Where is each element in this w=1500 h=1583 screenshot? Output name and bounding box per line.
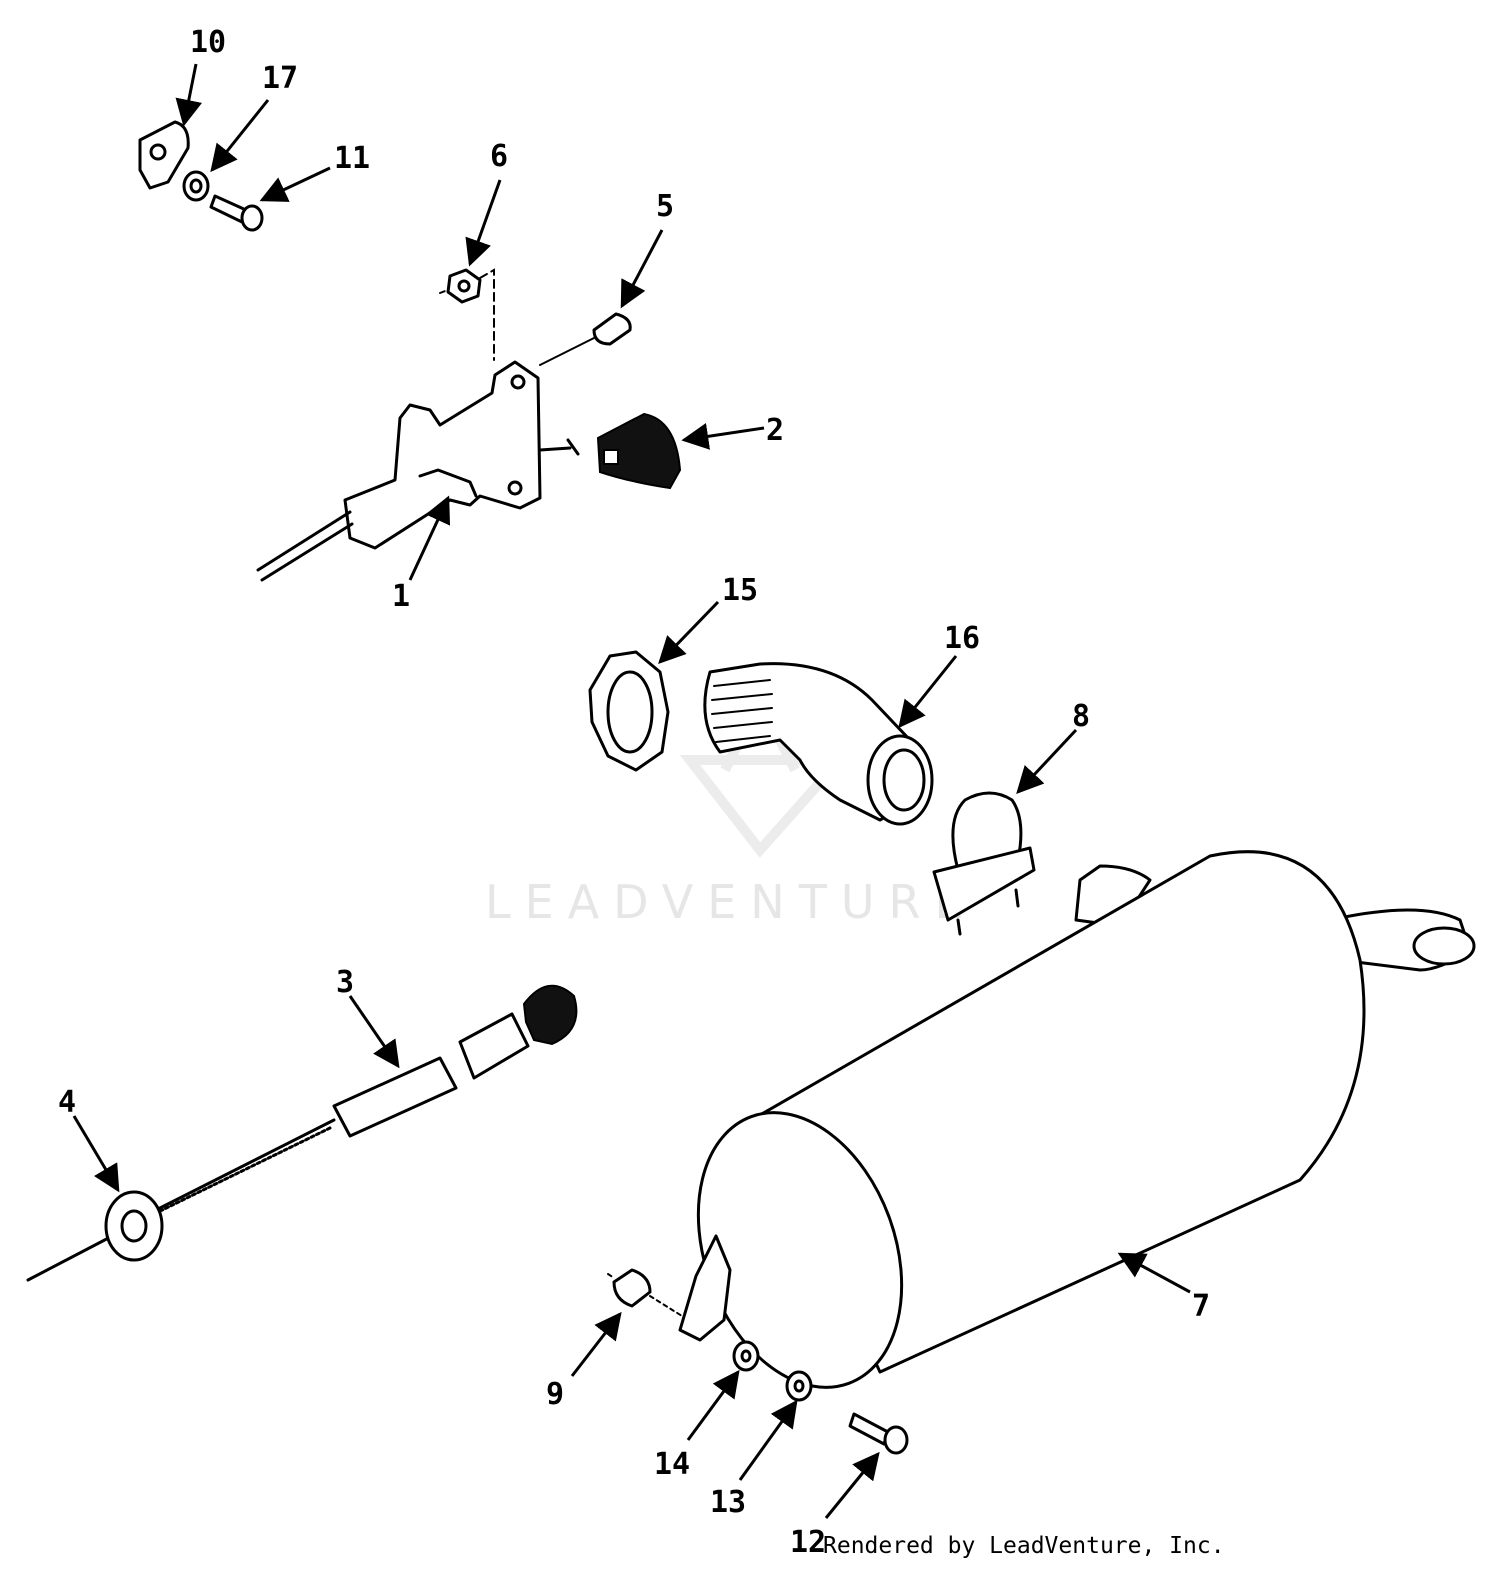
part-nut-6	[439, 268, 495, 361]
callout-5: 5	[656, 189, 674, 224]
callout-15: 15	[722, 573, 758, 608]
leader-arrows	[72, 63, 1191, 1519]
watermark-text: LEADVENTURE	[485, 875, 978, 929]
callout-11: 11	[334, 141, 370, 176]
part-washer-14	[732, 1340, 760, 1372]
callout-10: 10	[190, 25, 226, 60]
callout-1: 1	[392, 579, 410, 614]
callout-labels: 10 17 11 6 5 2 1 15 16 8 3 4 7 9 14 13 1…	[58, 25, 1210, 1560]
part-bracket-1	[256, 360, 580, 582]
part-screw-11	[209, 194, 264, 232]
part-washer-13	[785, 1370, 813, 1402]
callout-13: 13	[710, 1485, 746, 1520]
callout-9: 9	[546, 1377, 564, 1412]
callout-4: 4	[58, 1085, 76, 1120]
part-washer-17	[182, 170, 210, 202]
part-clip	[138, 120, 190, 190]
credit-text: Rendered by LeadVenture, Inc.	[823, 1533, 1225, 1559]
part-nut-4	[104, 1190, 164, 1262]
part-choke-cable-3	[26, 984, 578, 1282]
part-clamp-8	[932, 791, 1036, 936]
callout-6: 6	[490, 139, 508, 174]
callout-14: 14	[654, 1447, 690, 1482]
part-elbow-16	[703, 662, 934, 826]
callout-2: 2	[766, 413, 784, 448]
part-spacer-9	[607, 1268, 683, 1317]
callout-7: 7	[1192, 1289, 1210, 1324]
callout-12: 12	[790, 1525, 826, 1560]
part-muffler-7	[678, 850, 1476, 1389]
part-bolt-12	[848, 1412, 909, 1455]
callout-3: 3	[336, 965, 354, 1000]
callout-17: 17	[262, 61, 298, 96]
callout-8: 8	[1072, 699, 1090, 734]
part-locknut-15	[588, 650, 670, 772]
callout-16: 16	[944, 621, 980, 656]
part-screw-5	[539, 312, 632, 366]
part-knob-2	[596, 412, 682, 490]
